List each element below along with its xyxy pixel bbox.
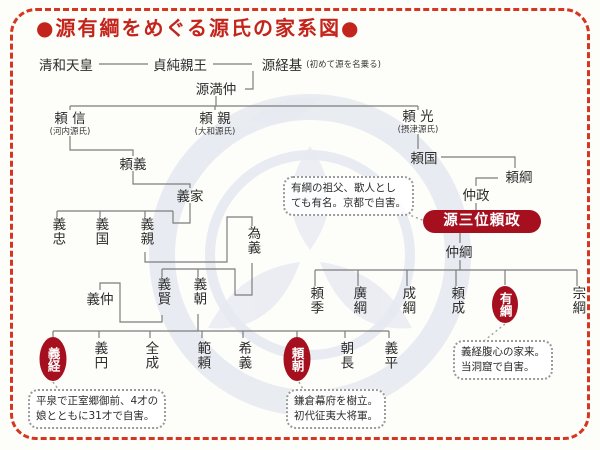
person-hirotsuna: 廣綱 <box>350 286 367 315</box>
person-tomonaga: 朝長 <box>337 341 354 370</box>
callout-line: 平泉で正室郷御前、4才の <box>36 395 159 407</box>
person-yorinobu: 頼 信(河内源氏) <box>50 110 91 137</box>
callout-line: 義経腹心の家来。 <box>461 346 545 358</box>
page-title: ●源有綱をめぐる源氏の家系図● <box>36 16 361 40</box>
person-gensanmi-yorimasa: 源三位頼政 <box>423 210 541 233</box>
person-name: 朝長 <box>337 341 354 370</box>
person-yorinari: 頼成 <box>448 286 465 315</box>
person-name: 義仲 <box>86 292 114 308</box>
callout-line: 当洞窟で自害。 <box>461 361 535 374</box>
person-yoshikata: 義賢 <box>154 277 171 306</box>
person-name: 仲政 <box>462 188 490 204</box>
person-nakatsuna: 仲綱 <box>446 244 473 261</box>
person-name: 希義 <box>235 341 252 370</box>
person-name: 頼綱 <box>505 170 533 186</box>
person-yoshichika: 義親 <box>137 217 154 246</box>
person-name: 義円 <box>91 341 108 370</box>
callout-aritsuna-grandfather-note: 有綱の祖父、歌人としても有名。京都で自害。 <box>283 176 414 217</box>
callout-yoritomo-note: 鎌倉幕府を樹立。初代征夷大将軍。 <box>286 389 386 430</box>
person-name: 義平 <box>381 341 398 370</box>
person-name: 義朝 <box>190 277 207 306</box>
person-minamoto-mitsunaka: 源満仲 <box>196 81 237 98</box>
person-name: 成綱 <box>399 286 416 315</box>
person-name: 廣綱 <box>350 286 367 315</box>
callout-line: 有綱の祖父、歌人とし <box>291 182 396 194</box>
person-aritsuna: 有綱 <box>492 286 518 323</box>
person-munetsuna: 宗綱 <box>569 286 586 315</box>
callout-line: 娘とともに31才で自害。 <box>36 410 155 423</box>
person-name: 有綱 <box>497 292 513 317</box>
callout-line: ても有名。京都で自害。 <box>291 197 406 210</box>
person-name: 頼季 <box>307 286 324 315</box>
callout-line: 初代征夷大将軍。 <box>294 410 378 423</box>
callout-aritsuna-note: 義経腹心の家来。当洞窟で自害。 <box>453 340 553 381</box>
person-yoriyoshi: 頼義 <box>120 156 147 173</box>
callout-line: 鎌倉幕府を樹立。 <box>294 395 378 407</box>
person-zenjo: 全成 <box>142 341 159 370</box>
person-sadazumi-shinno: 貞純親王 <box>153 57 207 74</box>
person-name: 義経 <box>45 346 61 372</box>
person-noriyori: 範頼 <box>194 341 211 370</box>
person-seiwa-tenno: 清和天皇 <box>39 57 93 74</box>
person-name: 源三位頼政 <box>443 212 521 229</box>
person-yoshitomo: 義朝 <box>190 277 207 306</box>
callout-yoshitsune-note: 平泉で正室郷御前、4才の娘とともに31才で自害。 <box>28 389 167 430</box>
person-nakamasa: 仲政 <box>463 187 490 204</box>
person-name: 源経基 <box>261 58 303 74</box>
person-name: 義親 <box>137 217 154 246</box>
person-name: 頼朝 <box>289 346 305 372</box>
person-naritsuna: 成綱 <box>399 286 416 315</box>
person-minamoto-tsunemoto: 源経基(初めて源を名乗る) <box>261 57 381 74</box>
person-name: 為義 <box>244 226 261 255</box>
person-name: 範頼 <box>194 341 211 370</box>
person-name: 義国 <box>92 217 109 246</box>
person-yoritsuna: 頼綱 <box>506 169 533 186</box>
person-yoshitada: 義忠 <box>49 217 66 246</box>
person-branch-label: (河内源氏) <box>49 126 91 137</box>
person-yoshiie: 義家 <box>177 188 204 205</box>
person-name: 仲綱 <box>445 245 473 261</box>
person-gien: 義円 <box>91 341 108 370</box>
person-name: 頼成 <box>448 286 465 315</box>
person-name: 頼 親 <box>199 111 231 127</box>
person-name: 頼 光 <box>402 109 434 125</box>
person-yorimitsu: 頼 光(摂津源氏) <box>398 108 439 135</box>
person-yoshikuni: 義国 <box>92 217 109 246</box>
person-name: 頼義 <box>119 157 147 173</box>
person-branch-label: (摂津源氏) <box>397 124 439 135</box>
person-yoshinaka: 義仲 <box>87 291 114 308</box>
person-name: 頼国 <box>410 151 438 167</box>
person-yoritomo: 頼朝 <box>283 337 311 381</box>
person-note: (初めて源を名乗る) <box>306 60 381 70</box>
person-yorisue: 頼季 <box>307 286 324 315</box>
person-name: 頼 信 <box>54 111 86 127</box>
person-yorikuni: 頼国 <box>411 150 438 167</box>
person-yoshitsune: 義経 <box>39 337 67 381</box>
person-name: 全成 <box>142 341 159 370</box>
person-name: 清和天皇 <box>39 58 93 74</box>
person-tameyoshi: 為義 <box>244 226 261 255</box>
person-mareyoshi: 希義 <box>235 341 252 370</box>
person-name: 義家 <box>176 189 204 205</box>
person-branch-label: (大和源氏) <box>194 126 236 137</box>
person-yorichika: 頼 親(大和源氏) <box>195 110 236 137</box>
person-name: 源満仲 <box>195 82 237 98</box>
person-yoshihira: 義平 <box>381 341 398 370</box>
person-name: 貞純親王 <box>153 58 207 74</box>
person-name: 宗綱 <box>569 286 586 315</box>
person-name: 義忠 <box>49 217 66 246</box>
person-name: 義賢 <box>154 277 171 306</box>
